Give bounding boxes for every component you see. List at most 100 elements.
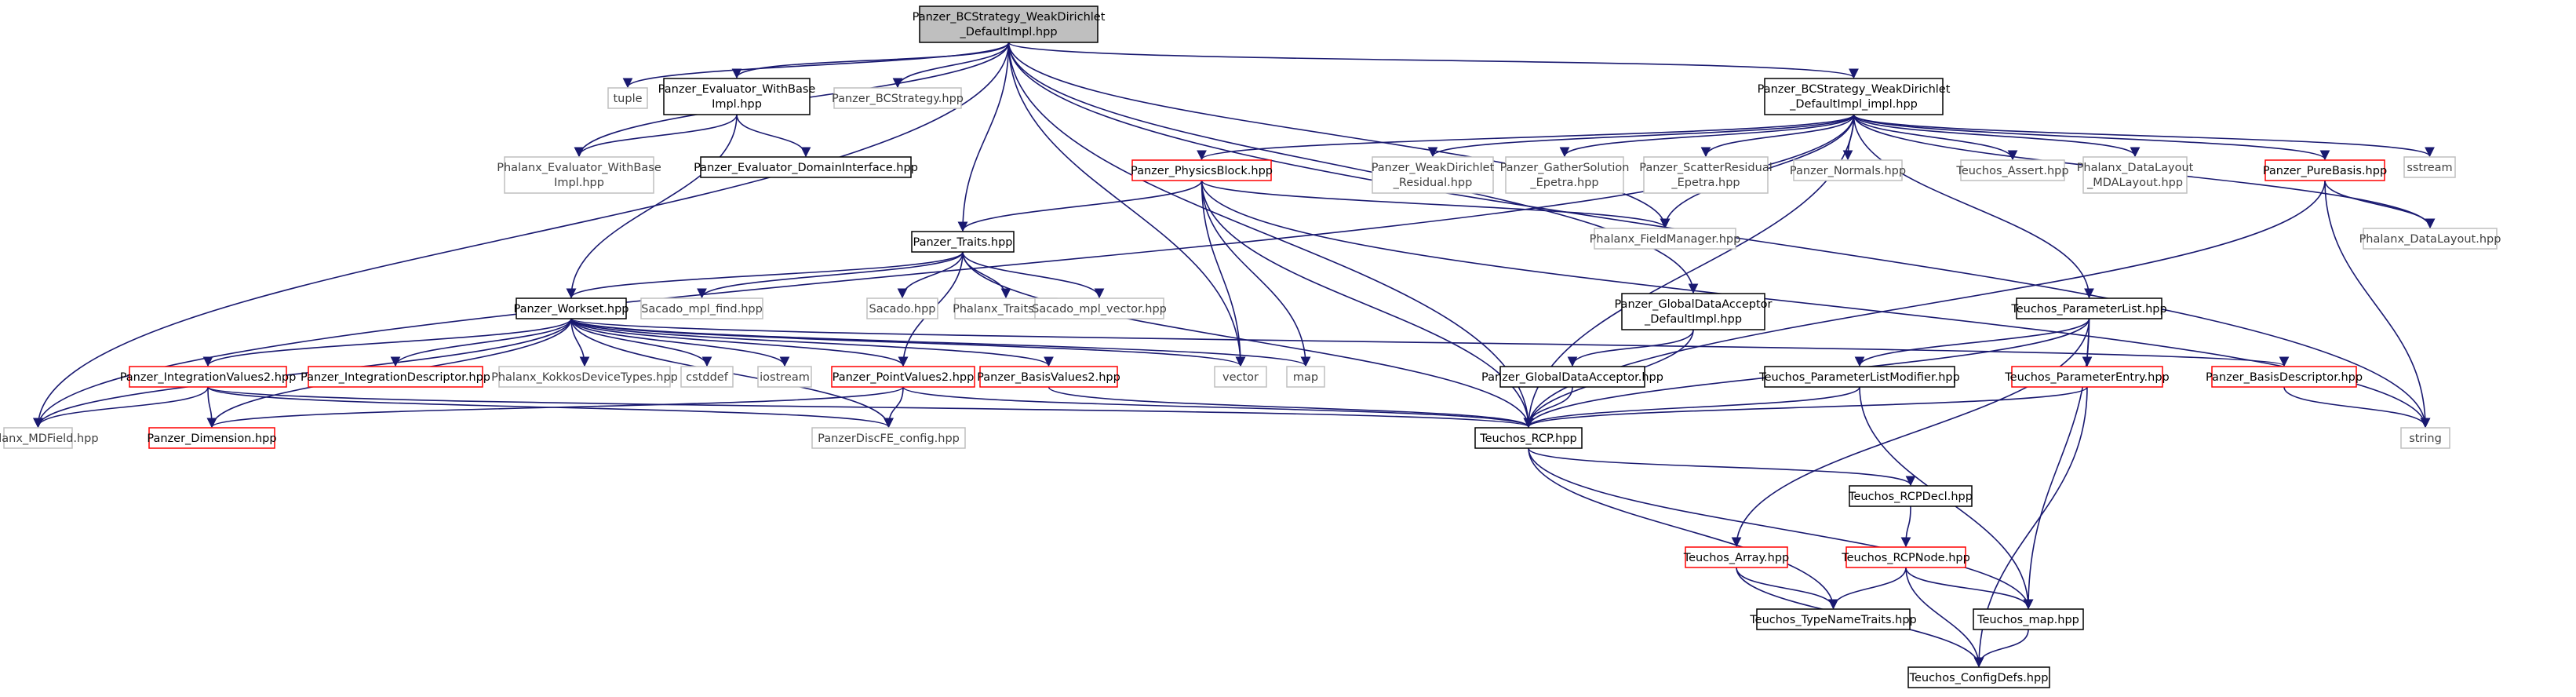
edge-impl_impl-to-scatres	[1700, 114, 1855, 158]
node-label: Panzer_ScatterResidual	[1639, 162, 1772, 174]
node-string: string	[2400, 427, 2450, 449]
node-pentry[interactable]: Teuchos_ParameterEntry.hpp	[2004, 366, 2170, 388]
node-label: Panzer_IntegrationDescriptor.hpp	[301, 371, 490, 384]
node-workset[interactable]: Panzer_Workset.hpp	[514, 297, 629, 319]
node-label: Panzer_BCStrategy_WeakDirichlet	[913, 11, 1106, 24]
edge-workset-to-intdesc	[390, 318, 572, 367]
edge-intvalues-to-rcp	[207, 386, 1533, 429]
node-label: Panzer_Traits.hpp	[913, 236, 1013, 249]
edge-root-to-rcp	[1007, 42, 1534, 429]
node-purebasis[interactable]: Panzer_PureBasis.hpp	[2263, 159, 2387, 181]
node-box	[1764, 366, 1955, 388]
node-rcpdecl[interactable]: Teuchos_RCPDecl.hpp	[1848, 485, 1973, 507]
edge-impl_impl-to-sstream	[1853, 114, 2435, 158]
node-label: Impl.hpp	[712, 98, 762, 111]
node-label: Panzer_IntegrationValues2.hpp	[120, 371, 297, 384]
edge-root-to-traits	[957, 42, 1010, 232]
node-intvalues[interactable]: Panzer_IntegrationValues2.hpp	[120, 366, 297, 388]
edge-basisvalues-to-rcp	[1048, 386, 1534, 429]
edge-physblock-to-map	[1201, 180, 1311, 367]
node-dimension[interactable]: Panzer_Dimension.hpp	[147, 427, 277, 449]
node-box	[866, 297, 938, 319]
edge-impl_impl-to-mdalayout	[1853, 114, 2141, 158]
node-label: Phalanx_Traits.hpp	[953, 303, 1059, 316]
node-label: Panzer_Dimension.hpp	[147, 432, 276, 445]
node-label: Sacado.hpp	[869, 303, 936, 316]
node-rcp[interactable]: Teuchos_RCP.hpp	[1474, 427, 1583, 449]
node-box	[1286, 366, 1325, 388]
node-label: Panzer_Evaluator_DomainInterface.hpp	[694, 162, 918, 174]
node-traits[interactable]: Panzer_Traits.hpp	[911, 231, 1015, 253]
node-box	[1621, 293, 1765, 330]
node-label: PanzerDiscFE_config.hpp	[818, 432, 960, 445]
edge-rcp-to-tmap	[1528, 447, 2034, 610]
node-box	[1594, 228, 1736, 250]
node-box	[700, 156, 912, 178]
node-label: _DefaultImpl_impl.hpp	[1789, 98, 1918, 111]
node-label: Teuchos_ParameterEntry.hpp	[2004, 371, 2170, 384]
edge-workset-to-mdfield	[33, 318, 572, 429]
node-label: Phalanx_KokkosDeviceTypes.hpp	[491, 371, 678, 384]
node-discfe: PanzerDiscFE_config.hpp	[811, 427, 966, 449]
node-box	[308, 366, 483, 388]
node-box	[1214, 366, 1267, 388]
node-domain[interactable]: Panzer_Evaluator_DomainInterface.hpp	[694, 156, 918, 178]
node-label: _DefaultImpl.hpp	[1644, 313, 1742, 326]
node-box	[2363, 228, 2498, 250]
node-gathsol: Panzer_GatherSolution_Epetra.hpp	[1500, 156, 1629, 194]
edge-traits-to-phtraits	[962, 251, 1011, 299]
edge-purebasis-to-datalayout	[2324, 180, 2436, 229]
node-plmod[interactable]: Teuchos_ParameterListModifier.hpp	[1758, 366, 1960, 388]
node-label: Phalanx_MDField.hpp	[0, 432, 99, 445]
node-label: Teuchos_Array.hpp	[1683, 552, 1790, 564]
node-tmap[interactable]: Teuchos_map.hpp	[1973, 608, 2084, 630]
node-basisdesc[interactable]: Panzer_BasisDescriptor.hpp	[2206, 366, 2363, 388]
node-label: map	[1293, 371, 1318, 384]
node-box	[1499, 366, 1645, 388]
node-label: _DefaultImpl.hpp	[959, 26, 1057, 38]
node-label: Teuchos_RCPNode.hpp	[1841, 552, 1970, 564]
node-typename[interactable]: Teuchos_TypeNameTraits.hpp	[1749, 608, 1917, 630]
node-box	[831, 366, 975, 388]
node-array[interactable]: Teuchos_Array.hpp	[1683, 546, 1790, 568]
node-gda[interactable]: Panzer_GlobalDataAcceptor.hpp	[1481, 366, 1663, 388]
edge-physblock-to-vector	[1201, 180, 1246, 367]
edge-plmod-to-rcp	[1523, 386, 1860, 429]
node-label: Panzer_PointValues2.hpp	[833, 371, 975, 384]
node-box	[504, 156, 654, 194]
node-paramlist[interactable]: Teuchos_ParameterList.hpp	[2010, 297, 2167, 319]
edge-ptvalues-to-dimension	[206, 386, 904, 429]
edge-ptvalues-to-rcp	[902, 386, 1534, 429]
node-basisvalues[interactable]: Panzer_BasisValues2.hpp	[977, 366, 1120, 388]
node-datalayout: Phalanx_DataLayout.hpp	[2359, 228, 2501, 250]
edge-workset-to-basisvalues	[570, 318, 1054, 367]
node-sstream: sstream	[2403, 156, 2456, 178]
edge-impl_impl-to-gathsol	[1559, 114, 1855, 158]
node-label: Panzer_Normals.hpp	[1790, 165, 1906, 177]
file-nodes: Panzer_BCStrategy_WeakDirichlet _DefaultI…	[0, 5, 2501, 688]
node-box	[3, 427, 73, 449]
node-rcpnode[interactable]: Teuchos_RCPNode.hpp	[1841, 546, 1970, 568]
node-impl_impl[interactable]: Panzer_BCStrategy_WeakDirichlet_DefaultI…	[1758, 78, 1951, 115]
node-fieldmgr: Phalanx_FieldManager.hpp	[1590, 228, 1740, 250]
edge-rcpnode-to-typename	[1828, 567, 1907, 610]
edge-workset-to-intvalues	[202, 318, 572, 367]
edge-traits-to-mplvector	[962, 251, 1105, 299]
node-configdefs[interactable]: Teuchos_ConfigDefs.hpp	[1907, 666, 2050, 688]
node-intdesc[interactable]: Panzer_IntegrationDescriptor.hpp	[301, 366, 490, 388]
node-normals: Panzer_Normals.hpp	[1790, 159, 1906, 181]
node-label: Panzer_PhysicsBlock.hpp	[1131, 165, 1273, 177]
edge-root-to-mdfield	[33, 42, 1010, 429]
edge-rcpnode-to-tmap	[1905, 567, 2034, 610]
node-label: sstream	[2407, 162, 2452, 174]
node-ptvalues[interactable]: Panzer_PointValues2.hpp	[831, 366, 975, 388]
edge-physblock-to-traits	[957, 180, 1203, 232]
node-box	[1845, 546, 1966, 568]
node-physblock[interactable]: Panzer_PhysicsBlock.hpp	[1131, 159, 1273, 181]
node-label: string	[2409, 432, 2442, 445]
node-label: Impl.hpp	[554, 177, 604, 189]
node-gdaimpl[interactable]: Panzer_GlobalDataAcceptor _DefaultImpl.hp…	[1614, 293, 1773, 330]
node-label: Panzer_GlobalDataAcceptor	[1614, 298, 1772, 311]
node-box	[979, 366, 1118, 388]
